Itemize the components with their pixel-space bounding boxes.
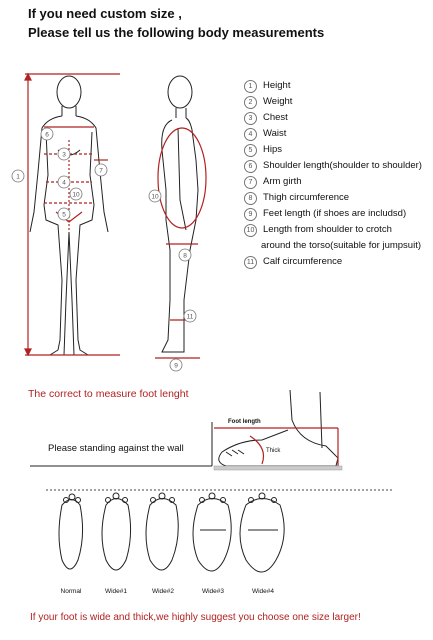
foot-section-heading: The correct to measure foot lenght <box>28 388 189 400</box>
legend-label: Weight <box>263 96 293 107</box>
header-line-2: Please tell us the following body measur… <box>28 25 325 40</box>
legend-item-torso-length-cont: around the torso(suitable for jumpsuit) <box>261 240 421 252</box>
legend-item-waist: 4 Waist <box>244 128 286 141</box>
marker-6 <box>40 127 54 141</box>
legend-item-feet-length: 9 Feet length (if shoes are includsd) <box>244 208 406 221</box>
marker-label: 6 <box>45 132 49 139</box>
marker-7 <box>94 163 108 177</box>
marker-label: 3 <box>62 152 66 159</box>
figure-marker-labels: 1 6 3 4 5 7 10 10 8 11 9 <box>16 132 194 370</box>
legend-number: 5 <box>244 144 257 157</box>
legend-item-arm-girth: 7 Arm girth <box>244 176 302 189</box>
legend-label: Waist <box>263 128 287 139</box>
width-label-wide2: Wide#2 <box>151 588 175 595</box>
marker-3 <box>57 147 71 161</box>
marker-8 <box>178 248 192 262</box>
legend-label: Arm girth <box>263 176 302 187</box>
foot-wide-2 <box>145 492 179 571</box>
legend-number: 2 <box>244 96 257 109</box>
legend-label: Height <box>263 80 291 91</box>
floor-bar <box>213 465 343 471</box>
marker-label: 9 <box>174 363 178 370</box>
legend-item-calf: 11 Calf circumference <box>244 256 342 269</box>
legend-item-weight: 2 Weight <box>244 96 292 109</box>
legend-number: 7 <box>244 176 257 189</box>
foot-wide-4 <box>239 492 285 573</box>
width-label-wide4: Wide#4 <box>251 588 275 595</box>
legend-label: Feet length (if shoes are includsd) <box>263 208 407 219</box>
marker-label: 10 <box>151 194 159 201</box>
marker-4 <box>57 175 71 189</box>
marker-10-front <box>69 187 83 201</box>
legend-item-chest: 3 Chest <box>244 112 288 125</box>
side-body-figure <box>161 75 199 353</box>
width-label-normal: Normal <box>60 588 82 595</box>
legend-item-thigh: 8 Thigh circumference <box>244 192 349 205</box>
foot-prints <box>58 492 285 573</box>
legend-label: Thigh circumference <box>263 192 350 203</box>
foot-side-view <box>211 389 339 467</box>
width-label-wide1: Wide#1 <box>104 588 128 595</box>
foot-normal <box>58 493 84 570</box>
legend-number: 11 <box>244 256 257 269</box>
marker-label: 10 <box>72 192 80 199</box>
legend-number: 10 <box>244 224 257 237</box>
sizing-advice: If your foot is wide and thick,we highly… <box>30 612 361 623</box>
thick-label: Thick <box>266 448 281 454</box>
foot-wide-1 <box>101 492 132 571</box>
legend-label: Hips <box>263 144 283 155</box>
marker-5 <box>57 207 71 221</box>
legend-label: around the torso(suitable for jumpsuit) <box>261 240 421 251</box>
width-label-wide3: Wide#3 <box>201 588 225 595</box>
marker-10-side <box>148 189 162 203</box>
marker-label: 5 <box>62 212 66 219</box>
legend-number: 6 <box>244 160 257 173</box>
header-line-1: If you need custom size , <box>28 6 182 21</box>
marker-label: 11 <box>187 314 194 321</box>
legend-number: 4 <box>244 128 257 141</box>
legend-number: 3 <box>244 112 257 125</box>
legend-item-height: 1 Height <box>244 80 290 93</box>
legend-number: 8 <box>244 192 257 205</box>
marker-9 <box>169 358 183 372</box>
side-measure-lines <box>155 127 207 359</box>
foot-length-line <box>214 427 339 466</box>
marker-label: 8 <box>183 253 187 260</box>
legend-label: Shoulder length(shoulder to shoulder) <box>263 160 422 171</box>
figure-markers <box>11 127 197 372</box>
foot-length-label: Foot length <box>228 419 261 425</box>
marker-label: 4 <box>62 180 66 187</box>
legend-label: Chest <box>263 112 288 123</box>
legend-number: 1 <box>244 80 257 93</box>
foot-wide-3 <box>192 492 232 572</box>
marker-label: 7 <box>99 168 103 175</box>
marker-11 <box>183 309 197 323</box>
legend-item-hips: 5 Hips <box>244 144 282 157</box>
legend-label: Length from shoulder to crotch <box>263 224 392 235</box>
legend-item-torso-length: 10 Length from shoulder to crotch <box>244 224 392 237</box>
marker-1 <box>11 169 25 183</box>
legend-item-shoulder-length: 6 Shoulder length(shoulder to shoulder) <box>244 160 422 173</box>
wall-instruction: Please standing against the wall <box>48 443 184 454</box>
marker-label: 1 <box>16 174 20 181</box>
legend-number: 9 <box>244 208 257 221</box>
legend-label: Calf circumference <box>263 256 343 267</box>
